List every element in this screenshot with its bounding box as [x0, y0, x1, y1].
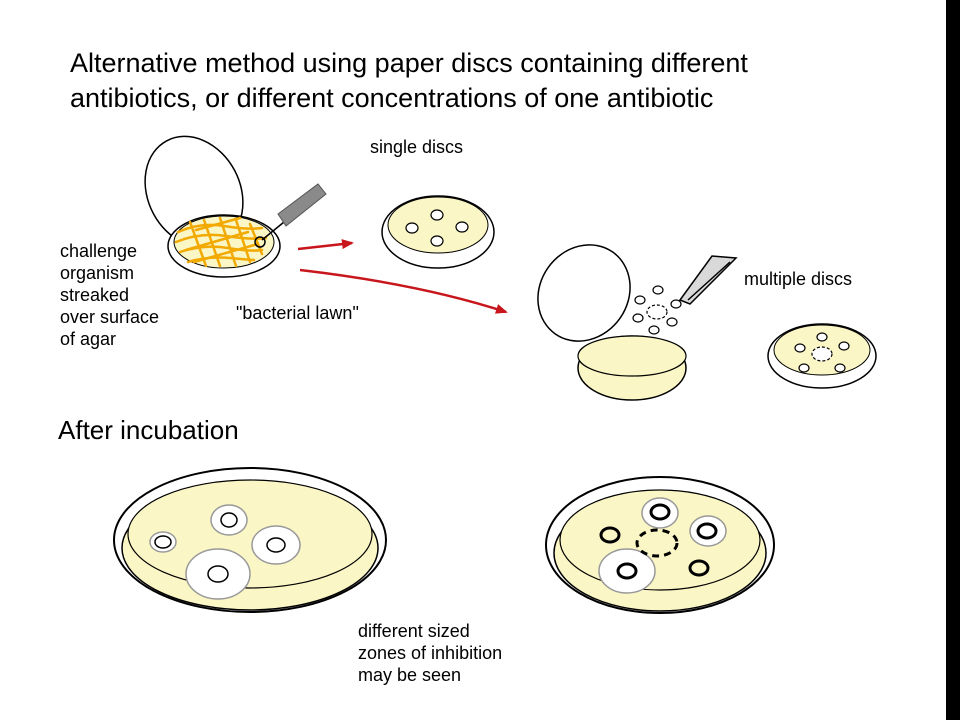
multiple-discs-setup: [537, 244, 738, 401]
single-discs-label: single discs: [370, 137, 464, 157]
after-incubation-heading: After incubation: [58, 415, 239, 445]
zones-of-inhibition-label: different sized zones of inhibition may …: [358, 621, 503, 685]
incubated-plate-single: [113, 467, 387, 613]
arrow-to-multiple-discs: [299, 268, 508, 314]
screen-edge-bar: [946, 0, 960, 720]
streaked-plate: [144, 135, 327, 278]
multiple-discs-lid: [537, 244, 631, 342]
challenge-organism-label: challenge organism streaked over surface…: [60, 241, 160, 349]
forceps-icon: [678, 255, 738, 305]
paper-disc-icon: [405, 209, 469, 247]
incubated-plate-multiple: [545, 476, 775, 614]
multiple-discs-label: multiple discs: [744, 269, 853, 289]
arrow-to-single-discs: [297, 239, 354, 251]
bacterial-lawn-streaks: [174, 216, 268, 268]
single-discs-plate: [381, 195, 495, 269]
bacterial-lawn-label: "bacterial lawn": [236, 303, 359, 323]
diagram-title: Alternative method using paper discs con…: [70, 48, 748, 113]
multiple-discs-plate: [767, 323, 877, 389]
inoculating-loop-icon: [254, 183, 327, 248]
